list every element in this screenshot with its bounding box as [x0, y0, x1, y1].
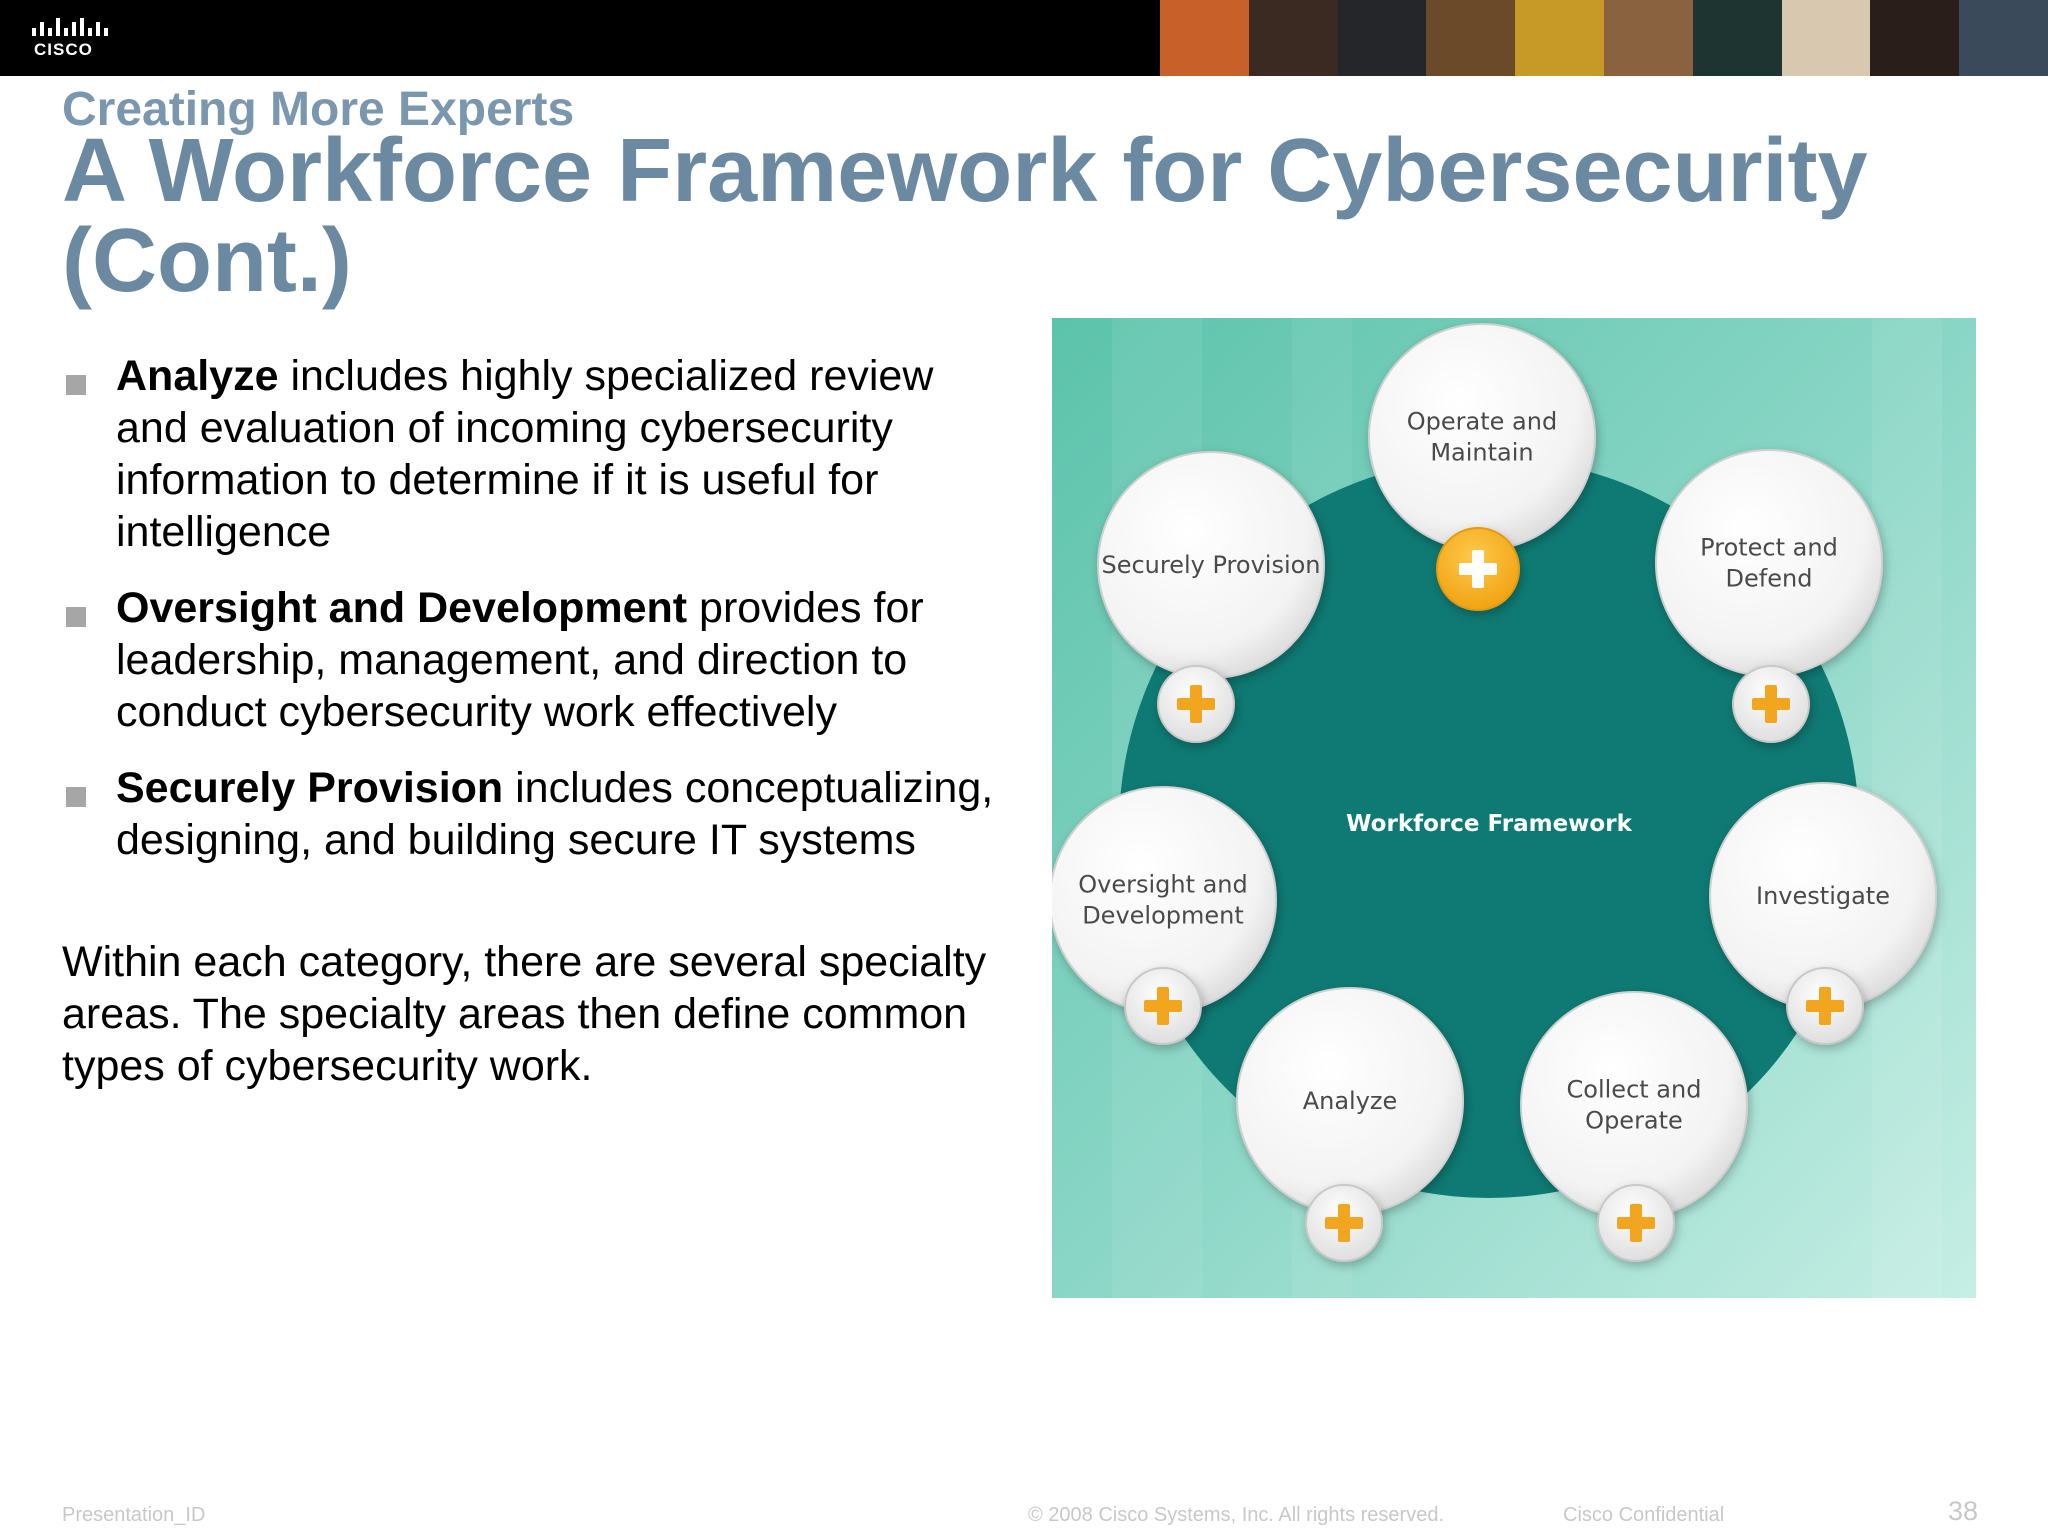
plus-icon	[1806, 987, 1844, 1025]
bullet-square-icon	[66, 375, 86, 395]
node-label: Operate and	[1407, 408, 1557, 436]
node-label: Securely Provision	[1101, 551, 1320, 579]
expand-plus-button[interactable]	[1436, 527, 1520, 611]
node-label: Analyze	[1303, 1087, 1398, 1115]
bullet-square-icon	[66, 607, 86, 627]
header-photo	[1160, 0, 1249, 76]
framework-node[interactable]: Securely Provision	[1097, 451, 1325, 743]
bullet-keyword: Oversight and Development	[116, 584, 688, 632]
page-number: 38	[1948, 1496, 1979, 1526]
bullet-square-icon	[66, 787, 86, 807]
expand-plus-button[interactable]	[1597, 1184, 1675, 1262]
plus-icon	[1459, 550, 1497, 588]
bullet-keyword: Analyze	[116, 352, 279, 400]
center-label: Workforce Framework	[1346, 811, 1632, 837]
header-photo	[1870, 0, 1960, 76]
node-label: Collect and	[1567, 1076, 1702, 1104]
header-photo	[1248, 0, 1338, 76]
slide-title: A Workforce Framework for Cybersecurity …	[62, 121, 1868, 311]
header-photo	[1337, 0, 1427, 76]
header-photo	[1426, 0, 1516, 76]
plus-icon	[1617, 1204, 1655, 1242]
bullet-item: Securely Provision includes conceptualiz…	[62, 762, 1002, 866]
plus-icon	[1325, 1204, 1363, 1242]
header-photo	[1603, 0, 1693, 76]
bullet-text: includes conceptualizing, designing, and…	[116, 764, 994, 864]
expand-plus-button[interactable]	[1124, 967, 1202, 1045]
confidential-label: Cisco Confidential	[1563, 1504, 1725, 1526]
cisco-logo-icon	[32, 18, 108, 36]
expand-plus-button[interactable]	[1157, 665, 1235, 743]
framework-node[interactable]: Analyze	[1236, 987, 1464, 1262]
node-label: Maintain	[1430, 439, 1533, 467]
node-label: Operate	[1585, 1107, 1683, 1135]
header-bar: CISCO	[0, 0, 2048, 76]
node-bubble[interactable]	[1655, 449, 1883, 677]
node-label: Investigate	[1756, 882, 1890, 910]
plus-icon	[1752, 685, 1790, 723]
bullet-text: provides for leadership, management, and…	[116, 584, 924, 736]
brand-name: CISCO	[34, 40, 93, 59]
copyright: © 2008 Cisco Systems, Inc. All rights re…	[1028, 1504, 1445, 1526]
plus-icon	[1177, 685, 1215, 723]
node-label: Development	[1082, 902, 1244, 930]
expand-plus-button[interactable]	[1305, 1184, 1383, 1262]
header-photo	[1692, 0, 1782, 76]
expand-plus-button[interactable]	[1786, 967, 1864, 1045]
presentation-id: Presentation_ID	[62, 1504, 206, 1526]
bullet-text: includes highly specialized review and e…	[116, 352, 934, 556]
header-photo	[1781, 0, 1871, 76]
plus-icon	[1144, 987, 1182, 1025]
summary-paragraph: Within each category, there are several …	[62, 938, 987, 1090]
node-label: Defend	[1726, 565, 1813, 593]
node-label: Protect and	[1700, 534, 1838, 562]
node-label: Oversight and	[1078, 871, 1248, 899]
header-photo-strip	[1160, 0, 2048, 76]
node-bubble[interactable]	[1368, 323, 1596, 551]
bullet-item: Oversight and Development provides for l…	[62, 582, 1002, 738]
bullet-item: Analyze includes highly specialized revi…	[62, 350, 1002, 558]
framework-node[interactable]: Investigate	[1709, 782, 1937, 1045]
header-photo	[1515, 0, 1604, 76]
bullet-keyword: Securely Provision	[116, 764, 504, 812]
slide-subtitle: Creating More Experts	[62, 83, 575, 136]
bullet-list: Analyze includes highly specialized revi…	[62, 350, 1002, 890]
header-photo	[1959, 0, 2048, 76]
expand-plus-button[interactable]	[1732, 665, 1810, 743]
